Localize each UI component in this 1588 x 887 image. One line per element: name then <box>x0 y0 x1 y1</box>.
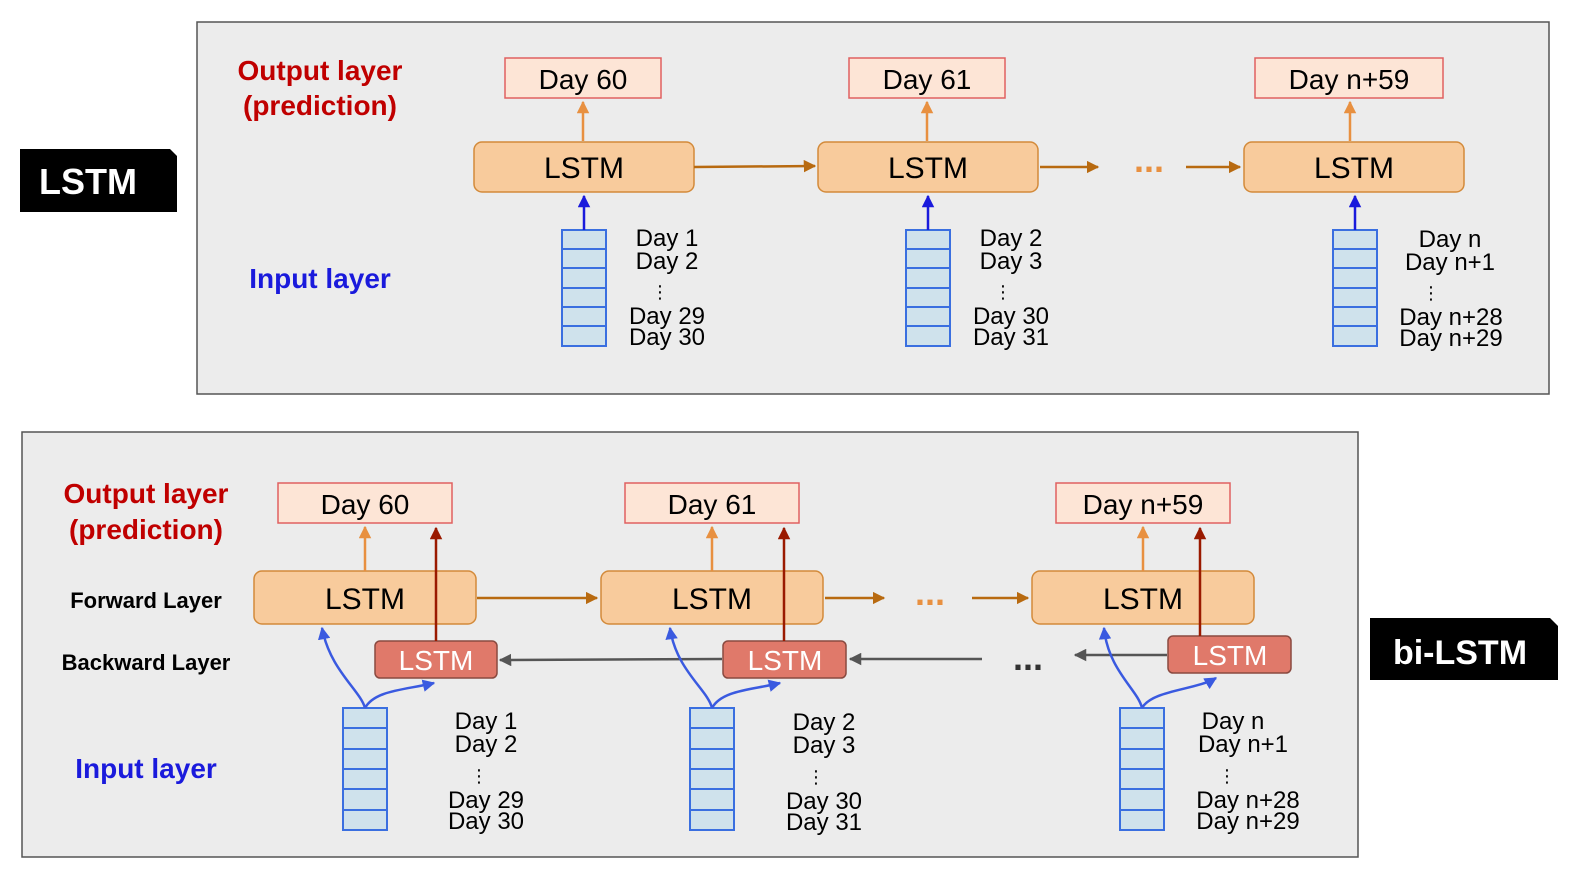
bottom-day-first-1: Day 1 <box>455 708 518 735</box>
bottom-day-first-3: Day n <box>1202 708 1265 735</box>
top-day-second-3: Day n+1 <box>1405 249 1495 276</box>
bilstm-tag-bg <box>1370 618 1558 680</box>
top-lstm-cell-3: LSTM <box>1243 141 1465 193</box>
bottom-input-stack-1 <box>342 707 388 831</box>
bottom-day-labels-2: Day 2 Day 3 ⋮ Day 30 Day 31 <box>786 709 862 836</box>
bottom-output-text-2: Day 61 <box>668 489 757 520</box>
lstm-tag-bg <box>20 149 177 212</box>
bottom-input-arrow-backward-3 <box>1140 676 1218 709</box>
bilstm-tag-label: bi-LSTM <box>1393 634 1527 672</box>
forward-lstm-cell-3: LSTM <box>1031 570 1255 625</box>
top-output-box-2: Day 61 <box>848 57 1006 99</box>
bottom-day-dots-3: ⋮ <box>1218 766 1236 786</box>
backward-lstm-cell-2: LSTM <box>722 640 847 679</box>
bottom-day-last-3: Day n+29 <box>1196 808 1299 835</box>
lstm-tag-label: LSTM <box>39 161 137 202</box>
top-input-stack-1 <box>561 229 607 347</box>
bottom-day-penult-3: Day n+28 <box>1196 787 1299 814</box>
top-day-last-2: Day 31 <box>973 324 1049 351</box>
top-ellipsis: ... <box>1134 139 1164 180</box>
top-day-labels-2: Day 2 Day 3 ⋮ Day 30 Day 31 <box>973 225 1049 351</box>
bottom-day-penult-2: Day 30 <box>786 788 862 815</box>
backward-recurrent-arrow-1 <box>498 653 723 667</box>
bottom-output-text-3: Day n+59 <box>1083 489 1204 520</box>
forward-lstm-label-3: LSTM <box>1103 583 1183 616</box>
bottom-input-arrow-forward-1 <box>317 626 367 709</box>
top-output-label-line1: Output layer <box>238 55 403 86</box>
bottom-day-second-2: Day 3 <box>793 732 856 759</box>
backward-lstm-label-2: LSTM <box>748 645 823 676</box>
top-input-stack-3 <box>1332 229 1378 347</box>
bottom-output-box-1: Day 60 <box>277 482 453 524</box>
bottom-day-dots-2: ⋮ <box>807 767 825 787</box>
bottom-output-box-3: Day n+59 <box>1055 482 1231 524</box>
top-day-labels-1: Day 1 Day 2 ⋮ Day 29 Day 30 <box>629 225 705 351</box>
backward-lstm-label-1: LSTM <box>399 645 474 676</box>
top-day-penult-1: Day 29 <box>629 303 705 330</box>
bottom-day-second-1: Day 2 <box>455 731 518 758</box>
top-day-last-1: Day 30 <box>629 324 705 351</box>
backward-lstm-cell-1: LSTM <box>374 640 498 679</box>
top-day-last-3: Day n+29 <box>1399 325 1502 352</box>
bottom-input-arrow-backward-1 <box>363 679 436 709</box>
bottom-input-label: Input layer <box>75 753 217 784</box>
backward-lstm-label-3: LSTM <box>1193 640 1268 671</box>
top-day-first-1: Day 1 <box>636 225 699 252</box>
forward-ellipsis: ... <box>915 572 945 613</box>
bottom-day-last-1: Day 30 <box>448 808 524 835</box>
top-output-text-2: Day 61 <box>883 64 972 95</box>
top-day-first-3: Day n <box>1419 226 1482 253</box>
top-lstm-label-2: LSTM <box>888 152 968 185</box>
bottom-input-arrow-backward-2 <box>710 679 782 709</box>
top-lstm-cell-1: LSTM <box>473 141 695 193</box>
top-day-penult-2: Day 30 <box>973 303 1049 330</box>
forward-lstm-cell-1: LSTM <box>253 570 477 625</box>
top-output-text-3: Day n+59 <box>1289 64 1410 95</box>
top-day-dots-1: ⋮ <box>651 282 669 302</box>
backward-layer-label: Backward Layer <box>62 650 231 675</box>
bottom-output-label-line1: Output layer <box>64 478 229 509</box>
top-output-box-1: Day 60 <box>504 57 662 99</box>
top-day-second-1: Day 2 <box>636 248 699 275</box>
top-output-text-1: Day 60 <box>539 64 628 95</box>
backward-lstm-cell-3: LSTM <box>1167 635 1292 674</box>
top-day-first-2: Day 2 <box>980 225 1043 252</box>
bottom-input-arrow-forward-3 <box>1098 626 1144 709</box>
top-lstm-label-3: LSTM <box>1314 152 1394 185</box>
top-recurrent-arrow-1 <box>693 159 817 173</box>
forward-lstm-label-1: LSTM <box>325 583 405 616</box>
top-day-labels-3: Day n Day n+1 ⋮ Day n+28 Day n+29 <box>1399 226 1502 352</box>
bottom-day-labels-3: Day n Day n+1 ⋮ Day n+28 Day n+29 <box>1196 708 1299 835</box>
bottom-day-first-2: Day 2 <box>793 709 856 736</box>
lstm-tag: LSTM <box>20 149 177 212</box>
bottom-input-stack-3 <box>1119 707 1165 831</box>
bottom-input-stack-2 <box>689 707 735 831</box>
bottom-day-last-2: Day 31 <box>786 809 862 836</box>
forward-lstm-label-2: LSTM <box>672 583 752 616</box>
bilstm-tag: bi-LSTM <box>1370 618 1558 680</box>
top-input-stack-2 <box>905 229 951 347</box>
bottom-day-dots-1: ⋮ <box>470 766 488 786</box>
top-lstm-cell-2: LSTM <box>817 141 1039 193</box>
top-lstm-label-1: LSTM <box>544 152 624 185</box>
top-input-label: Input layer <box>249 263 391 294</box>
forward-lstm-cell-2: LSTM <box>600 570 824 625</box>
bottom-day-labels-1: Day 1 Day 2 ⋮ Day 29 Day 30 <box>448 708 524 835</box>
top-day-second-2: Day 3 <box>980 248 1043 275</box>
top-day-penult-3: Day n+28 <box>1399 304 1502 331</box>
top-output-label-line2: (prediction) <box>243 90 397 121</box>
bottom-input-arrow-forward-2 <box>665 626 714 709</box>
forward-layer-label: Forward Layer <box>70 588 222 613</box>
bottom-day-penult-1: Day 29 <box>448 787 524 814</box>
top-day-dots-3: ⋮ <box>1422 283 1440 303</box>
backward-ellipsis: ... <box>1013 637 1043 678</box>
bottom-output-text-1: Day 60 <box>321 489 410 520</box>
bottom-output-label-line2: (prediction) <box>69 514 223 545</box>
top-output-box-3: Day n+59 <box>1254 57 1444 99</box>
bottom-day-second-3: Day n+1 <box>1198 731 1288 758</box>
bottom-output-box-2: Day 61 <box>624 482 800 524</box>
top-day-dots-2: ⋮ <box>994 282 1012 302</box>
